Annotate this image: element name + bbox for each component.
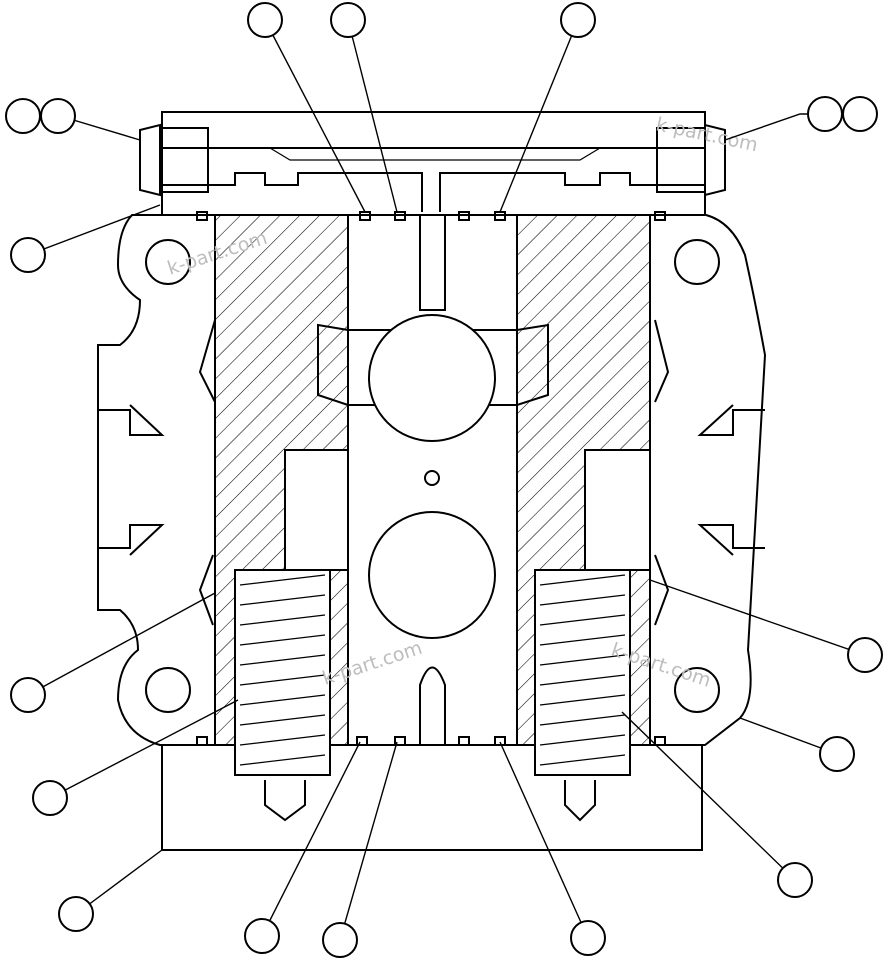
left-spool [214,214,349,776]
callout-c14 [570,920,606,956]
callout-c16 [819,736,855,772]
callout-c6 [807,96,843,132]
callout-c15 [847,637,883,673]
callout-c3 [560,2,596,38]
callout-c4 [5,98,41,134]
seal-rings [196,211,666,746]
right-spool [516,214,651,776]
center-bore [317,214,549,746]
left-spring [239,574,326,766]
callout-c5 [40,98,76,134]
left-spring-tip [264,780,306,822]
callout-c12 [244,918,280,954]
callout-c11 [58,896,94,932]
callout-c13 [322,922,358,958]
callout-c17 [777,862,813,898]
callout-c10 [32,780,68,816]
callout-c1 [247,2,283,38]
callout-c7 [842,96,878,132]
callout-c2 [330,2,366,38]
right-spring-tip [564,780,596,822]
callout-c8 [10,237,46,273]
callout-c9 [10,677,46,713]
callouts [5,2,883,958]
top-plate [139,111,726,216]
right-spring [539,574,626,766]
